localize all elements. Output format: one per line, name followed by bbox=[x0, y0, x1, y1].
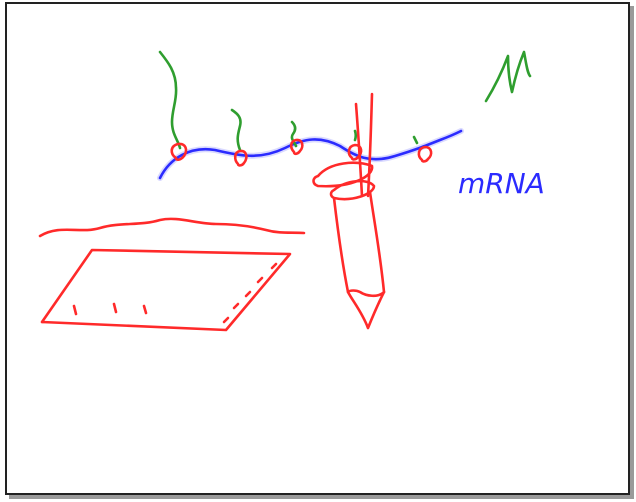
chain-tiny-a bbox=[353, 129, 358, 142]
pipette-cap-bottom bbox=[329, 179, 376, 201]
pipette-body-right bbox=[368, 190, 386, 294]
gel-slab bbox=[40, 248, 292, 332]
ribosome-4 bbox=[347, 143, 363, 161]
pipette-cap-top bbox=[312, 161, 374, 188]
mu-letter bbox=[484, 50, 532, 103]
gel-well-1 bbox=[270, 262, 278, 270]
ribosome-1 bbox=[170, 142, 188, 162]
polypeptide-chains bbox=[158, 50, 532, 152]
chain-long bbox=[158, 50, 182, 150]
chain-tiny-b bbox=[412, 135, 419, 145]
mrna-strand bbox=[157, 128, 464, 181]
gel-well-5 bbox=[222, 316, 230, 324]
gel-outline bbox=[40, 248, 292, 332]
pipette-stem-left bbox=[354, 102, 364, 198]
pipette bbox=[312, 92, 386, 330]
gel-band-2 bbox=[112, 302, 118, 314]
ribosome-5 bbox=[417, 145, 433, 163]
gel-band-3 bbox=[142, 304, 148, 315]
whiteboard-canvas bbox=[5, 2, 630, 495]
ribosomes bbox=[170, 138, 433, 167]
gel-well-2 bbox=[256, 276, 264, 284]
mrna-label: mRNA bbox=[458, 167, 545, 200]
wavy-line bbox=[38, 217, 306, 238]
chain-short bbox=[290, 120, 298, 148]
pipette-stem-right bbox=[366, 92, 374, 198]
ribosome-2 bbox=[233, 149, 248, 167]
gel-well-3 bbox=[244, 290, 252, 298]
gel-band-1 bbox=[72, 304, 78, 316]
gel-well-4 bbox=[232, 302, 240, 310]
chain-medium bbox=[230, 108, 242, 152]
pipette-tip bbox=[346, 289, 386, 330]
pipette-body-left bbox=[332, 196, 350, 294]
ribosome-3 bbox=[289, 138, 304, 156]
